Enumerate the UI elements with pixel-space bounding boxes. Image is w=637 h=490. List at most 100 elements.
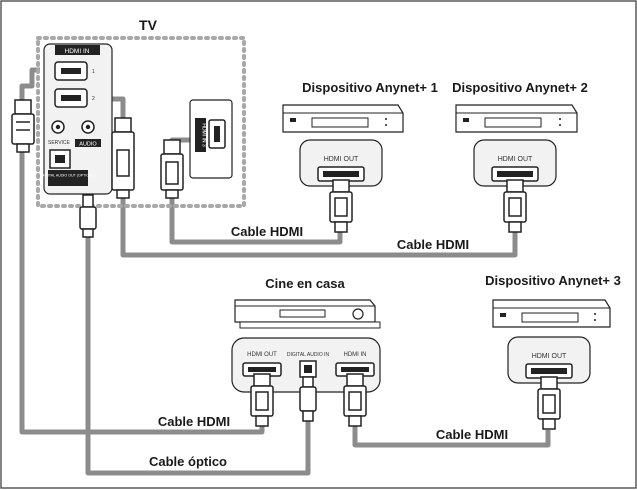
plug-tv-side-neck: [165, 189, 179, 199]
anynet3-power-led: [500, 313, 506, 317]
plug-tv-left-body: [11, 113, 35, 145]
cable-label-hdmi-ht-anynet3: Cable HDMI: [436, 427, 508, 442]
home-theater-label: Cine en casa: [265, 276, 345, 291]
tv: TV HDMI IN 1 2 SERVICE AUDIO DIGITAL AUD…: [36, 17, 246, 208]
ht-in-plug-head: [346, 373, 364, 387]
plug-tv-side-grip: [165, 161, 179, 185]
anynet2-plug-neck: [508, 221, 522, 233]
anynet1-plug-grip: [334, 197, 348, 217]
anynet2-dot-1: [559, 118, 561, 120]
anynet1-power-led: [290, 118, 296, 122]
home-theater-hdmi-in-pin: [341, 367, 369, 372]
anynet1-disc-tray: [311, 117, 369, 128]
anynet1-plug: [329, 179, 353, 233]
tv-side-label-bar: [195, 118, 206, 152]
tv-hdmi-in-header-bar: [55, 45, 100, 55]
home-theater-hdmi-out-pin: [248, 367, 276, 372]
home-theater-optical-port-core: [304, 365, 312, 373]
cable-optical: [85, 235, 311, 476]
tv-audio-label: AUDIO: [79, 142, 97, 148]
ht-out-plug-grip: [255, 391, 269, 411]
tv-service-label: SERVICE: [48, 140, 71, 146]
tv-outline: [36, 36, 246, 208]
cable-hdmi-tv-anynet1: [169, 195, 343, 245]
ht-optical-plug-body: [299, 386, 317, 412]
cable-hdmi-tv-anynet2: [120, 195, 518, 258]
cable-label-hdmi-tv-anynet1: Cable HDMI: [231, 224, 303, 239]
cable-label-optical: Cable óptico: [149, 454, 227, 469]
anynet3-port-label: HDMI OUT: [532, 353, 567, 360]
home-theater-device: Cine en casa HDMI OUT DIGITAL AUDIO IN H…: [231, 276, 381, 393]
home-theater-plugs: [250, 373, 367, 427]
anynet2-plug-head: [506, 179, 524, 193]
home-theater-hdmi-out-label: HDMI OUT: [247, 352, 277, 358]
anynet1-hdmi-out-pin: [323, 171, 359, 177]
anynet2-plug: [503, 179, 527, 233]
ht-in-plug-grip: [348, 391, 362, 411]
anynet3-dot-1: [594, 313, 596, 315]
anynet2-power-led: [463, 118, 469, 122]
anynet1-port-label: HDMI OUT: [324, 156, 359, 163]
tv-hdmi-port-1-pin: [61, 68, 81, 74]
tv-hdmi-port-2-num: 2: [92, 96, 95, 102]
plug-tv-mid-head: [114, 117, 132, 133]
plug-tv-mid-neck: [116, 189, 130, 199]
anynet1-dot-1: [385, 118, 387, 120]
ht-out-plug-head: [253, 373, 271, 387]
anynet3-device: Dispositivo Anynet+ 3 HDMI OUT: [485, 273, 621, 384]
anynet1-label: Dispositivo Anynet+ 1: [302, 80, 438, 95]
tv-audio-label-bar: [75, 139, 101, 147]
plug-optical-tv-head: [82, 194, 94, 208]
home-theater-base: [239, 321, 381, 329]
anynet2-dot-2: [559, 124, 561, 126]
ht-optical-plug-head: [302, 376, 314, 388]
tv-hdmi-port-3-pin: [214, 126, 220, 142]
anynet2-device: Dispositivo Anynet+ 2 HDMI OUT: [452, 80, 588, 187]
tv-label: TV: [139, 17, 158, 33]
tv-optical-port-core: [55, 155, 65, 163]
plug-tv-side-head: [163, 139, 181, 155]
anynet2-port-label: HDMI OUT: [498, 156, 533, 163]
home-theater-volume-knob[interactable]: [352, 308, 364, 320]
tv-hdmi-port-1-num: 1: [92, 69, 95, 75]
anynet3-label: Dispositivo Anynet+ 3: [485, 273, 621, 288]
anynet2-disc-tray: [484, 117, 542, 128]
anynet1-plug-neck: [334, 221, 348, 233]
cable-tv-internal-b: [19, 67, 40, 100]
tv-audio-jack-core: [85, 124, 91, 130]
anynet2-plug-grip: [508, 197, 522, 217]
cable-label-hdmi-tv-hometheater: Cable HDMI: [158, 414, 230, 429]
anynet1-dot-2: [385, 124, 387, 126]
cable-label-hdmi-tv-anynet2: Cable HDMI: [397, 237, 469, 252]
plug-tv-left-neck: [16, 143, 30, 153]
anynet2-label: Dispositivo Anynet+ 2: [452, 80, 588, 95]
anynet1-plug-head: [332, 179, 350, 193]
tv-optical-label: DIGITAL AUDIO OUT (OPTICAL): [41, 174, 94, 178]
anynet3-plug: [537, 376, 561, 430]
plug-tv-left-head: [14, 99, 32, 115]
tv-optical-label-bar: [48, 170, 88, 186]
anynet3-dot-2: [594, 319, 596, 321]
home-theater-tray: [279, 309, 326, 318]
cable-hdmi-hometheater-anynet3: [352, 425, 551, 448]
plug-tv-mid-grip: [116, 149, 130, 177]
anynet3-plug-grip: [542, 394, 556, 414]
anynet3-plug-neck: [542, 418, 556, 430]
plug-optical-tv-neck: [82, 228, 94, 238]
ht-in-plug-neck: [348, 415, 362, 427]
ht-out-plug-neck: [255, 415, 269, 427]
home-theater-digital-audio-in-label: DIGITAL AUDIO IN: [287, 352, 330, 358]
anynet3-hdmi-out-pin: [531, 368, 567, 374]
tv-hdmi-port-2-pin: [61, 95, 81, 101]
anynet1-device: Dispositivo Anynet+ 1 HDMI OUT: [282, 80, 438, 187]
home-theater-hdmi-in-label: HDMI IN: [344, 352, 367, 358]
tv-service-jack-core: [55, 124, 61, 130]
tv-hdmi-in-header: HDMI IN: [65, 48, 90, 55]
anynet3-plug-head: [540, 376, 558, 390]
tv-side-hdmi-label: HDMI IN 3: [201, 123, 207, 147]
anynet3-disc-tray: [521, 312, 579, 323]
cable-hdmi-tv-hometheater: [19, 150, 265, 435]
ht-optical-plug-neck: [302, 410, 314, 422]
